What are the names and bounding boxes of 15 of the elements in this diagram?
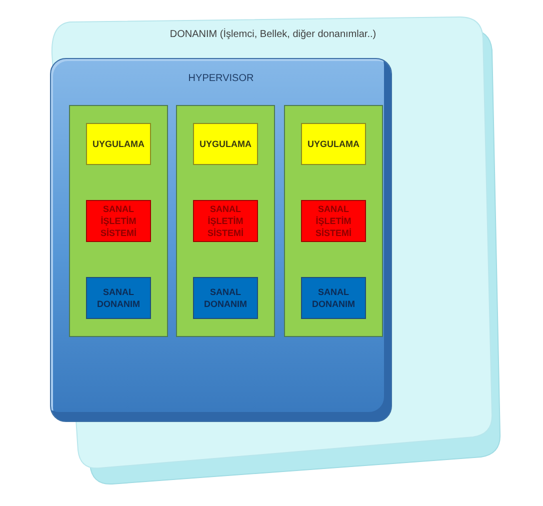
vm-panel bbox=[284, 105, 383, 337]
application-block: UYGULAMA bbox=[301, 123, 366, 165]
application-block: UYGULAMA bbox=[193, 123, 258, 165]
vm-panel bbox=[69, 105, 168, 337]
virtual-hardware-block: SANAL DONANIM bbox=[193, 277, 258, 319]
vm-panel bbox=[176, 105, 275, 337]
panel-title: HYPERVISOR bbox=[188, 73, 254, 85]
os-block: SANAL İŞLETİM SİSTEMİ bbox=[301, 200, 366, 242]
os-block: SANAL İŞLETİM SİSTEMİ bbox=[86, 200, 151, 242]
virtual-hardware-block: SANAL DONANIM bbox=[301, 277, 366, 319]
os-block: SANAL İŞLETİM SİSTEMİ bbox=[193, 200, 258, 242]
layer-title: DONANIM (İşlemci, Bellek, diğer donanımlar..) bbox=[170, 29, 376, 41]
hypervisor-panel bbox=[50, 58, 392, 422]
virtual-hardware-block: SANAL DONANIM bbox=[86, 277, 151, 319]
application-block: UYGULAMA bbox=[86, 123, 151, 165]
